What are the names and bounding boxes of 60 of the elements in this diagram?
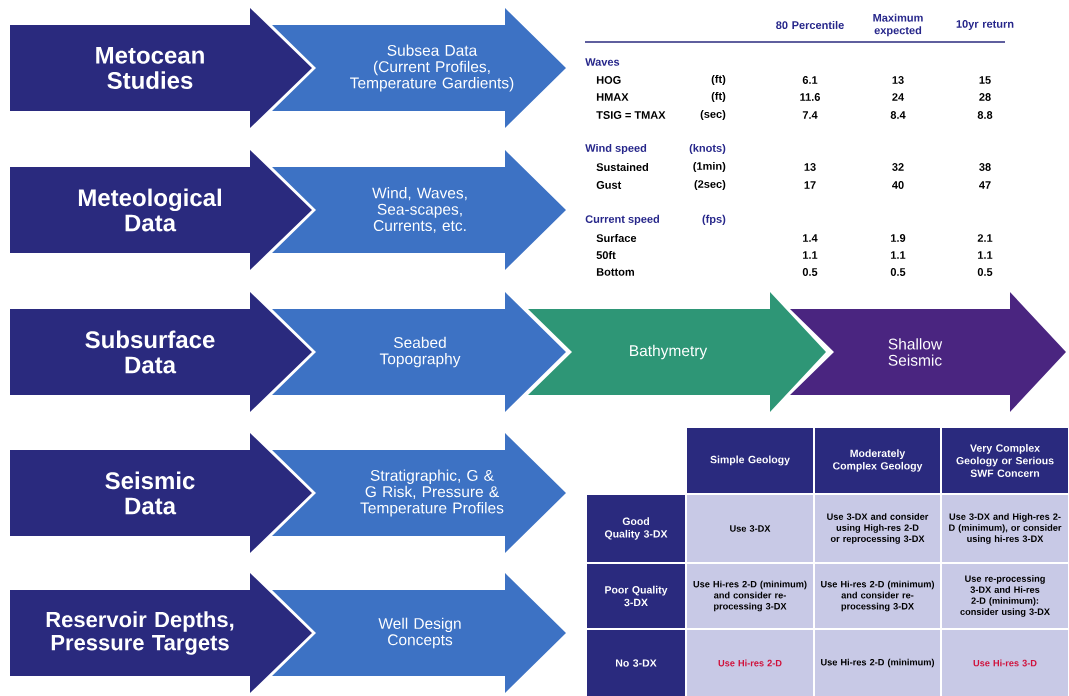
- table-cell: Use Hi-res 2-D (minimum): [815, 630, 940, 696]
- row-label: Sustained: [596, 162, 649, 172]
- value: 28: [979, 93, 991, 101]
- category-label: Wind speed: [585, 143, 647, 155]
- row-header: Poor Quality 3-DX: [587, 564, 685, 628]
- row-header: No 3-DX: [587, 630, 685, 696]
- value: 0.5: [977, 268, 993, 276]
- row-label: HOG: [596, 76, 621, 84]
- column-header: Very Complex Geology or Serious SWF Concern: [942, 428, 1068, 493]
- value: 24: [892, 93, 905, 101]
- value: 11.6: [800, 93, 820, 101]
- column-header: 10yr return: [956, 20, 1014, 30]
- value: 38: [979, 163, 991, 171]
- unit-label: (2sec): [694, 179, 726, 191]
- value: 15: [979, 76, 991, 84]
- table-cell: Use 3-DX and consider using High-res 2-D or reprocessing 3-DX: [815, 495, 940, 562]
- column-header: Moderately Complex Geology: [815, 428, 940, 493]
- row-label: Bottom: [596, 268, 634, 276]
- value: 1.4: [803, 234, 818, 242]
- table-cell: Use re-processing 3-DX and Hi-res 2-D (minimum): consider using 3-DX: [942, 564, 1068, 628]
- table-cell: Use Hi-res 2-D: [687, 630, 813, 696]
- value: 1.1: [978, 251, 993, 259]
- category-label: Waves: [585, 58, 620, 66]
- row-label: HMAX: [596, 93, 629, 101]
- value: 40: [892, 181, 904, 189]
- row-label: TSIG = TMAX: [596, 111, 666, 119]
- value: 1.9: [891, 234, 906, 242]
- value: 1.1: [803, 251, 818, 259]
- column-header: Maximum expected: [873, 13, 923, 37]
- table-cell: Use 3-DX and High-res 2-D (minimum), or consider using hi-res 3-DX: [942, 495, 1068, 562]
- value: 32: [892, 163, 904, 171]
- unit-label: (sec): [700, 109, 726, 121]
- table-cell: Use Hi-res 3-D: [942, 630, 1068, 696]
- table-cell: Use Hi-res 2-D (minimum) and consider re-processing 3-DX: [815, 564, 940, 628]
- table-cell: Use Hi-res 2-D (minimum) and consider re-processing 3-DX: [687, 564, 813, 628]
- value: 0.5: [890, 268, 906, 276]
- table-cell: Use 3-DX: [687, 495, 813, 562]
- value: 6.1: [802, 76, 818, 84]
- value: 0.5: [802, 268, 818, 276]
- row-label: 50ft: [596, 250, 616, 260]
- value: 7.4: [802, 111, 818, 119]
- row-header: Good Quality 3-DX: [587, 495, 685, 562]
- unit-label: (ft): [711, 74, 726, 86]
- value: 8.4: [890, 111, 906, 119]
- value: 1.1: [891, 251, 906, 259]
- category-label: Current speed: [585, 214, 660, 226]
- value: 17: [804, 181, 816, 189]
- unit-label: (ft): [711, 91, 726, 103]
- value: 2.1: [977, 234, 993, 242]
- column-header: 80 Percentile: [776, 20, 844, 30]
- column-header: Simple Geology: [687, 428, 813, 493]
- row-label: Surface: [596, 233, 637, 243]
- value: 13: [892, 76, 904, 84]
- category-unit: (fps): [702, 214, 726, 226]
- row-label: Gust: [596, 181, 622, 189]
- category-unit: (knots): [689, 143, 726, 155]
- unit-label: (1min): [693, 161, 726, 173]
- value: 8.8: [977, 111, 993, 119]
- value: 47: [979, 181, 991, 189]
- value: 13: [804, 163, 816, 171]
